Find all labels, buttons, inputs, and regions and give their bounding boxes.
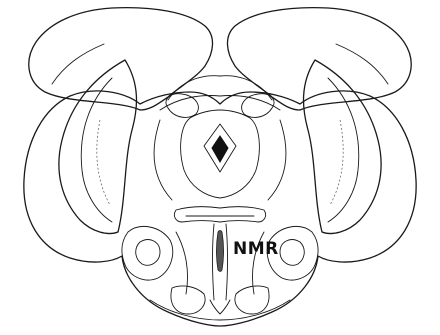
midline-raphe-left xyxy=(213,224,215,300)
right-lateral-lobe-fold xyxy=(328,78,359,222)
left-lateral-lobe xyxy=(59,60,137,234)
ventral-base-line xyxy=(150,300,290,320)
central-folia-band xyxy=(160,96,280,110)
nmr-label: NMR xyxy=(233,241,279,258)
fourth-ventricle xyxy=(212,136,228,162)
left-lateral-lobe-fold xyxy=(81,78,112,222)
brainstem-outline xyxy=(24,91,416,326)
left-lobe-inner-fold xyxy=(52,44,104,84)
left-lower-nucleus-inner xyxy=(136,240,160,266)
left-pontine-arc xyxy=(154,120,172,200)
left-folia-loop xyxy=(166,94,198,118)
transverse-fiber-band xyxy=(174,207,265,222)
right-folia-loop xyxy=(242,94,274,118)
left-lower-nucleus-outer xyxy=(122,226,173,280)
left-lower-tract xyxy=(176,232,188,294)
right-lateral-lobe xyxy=(304,60,382,234)
right-lateral-lobe-dash xyxy=(330,120,343,205)
ventral-midline-notch xyxy=(210,300,230,314)
right-pontine-arc xyxy=(268,120,286,200)
right-lower-nucleus-inner xyxy=(280,240,304,266)
right-pyramid xyxy=(235,286,269,314)
left-pyramid xyxy=(171,286,205,314)
right-lobe-inner-fold xyxy=(336,44,388,84)
left-lateral-lobe-dash xyxy=(97,120,110,205)
nmr-region xyxy=(217,231,224,272)
midline-raphe-right xyxy=(226,224,228,300)
